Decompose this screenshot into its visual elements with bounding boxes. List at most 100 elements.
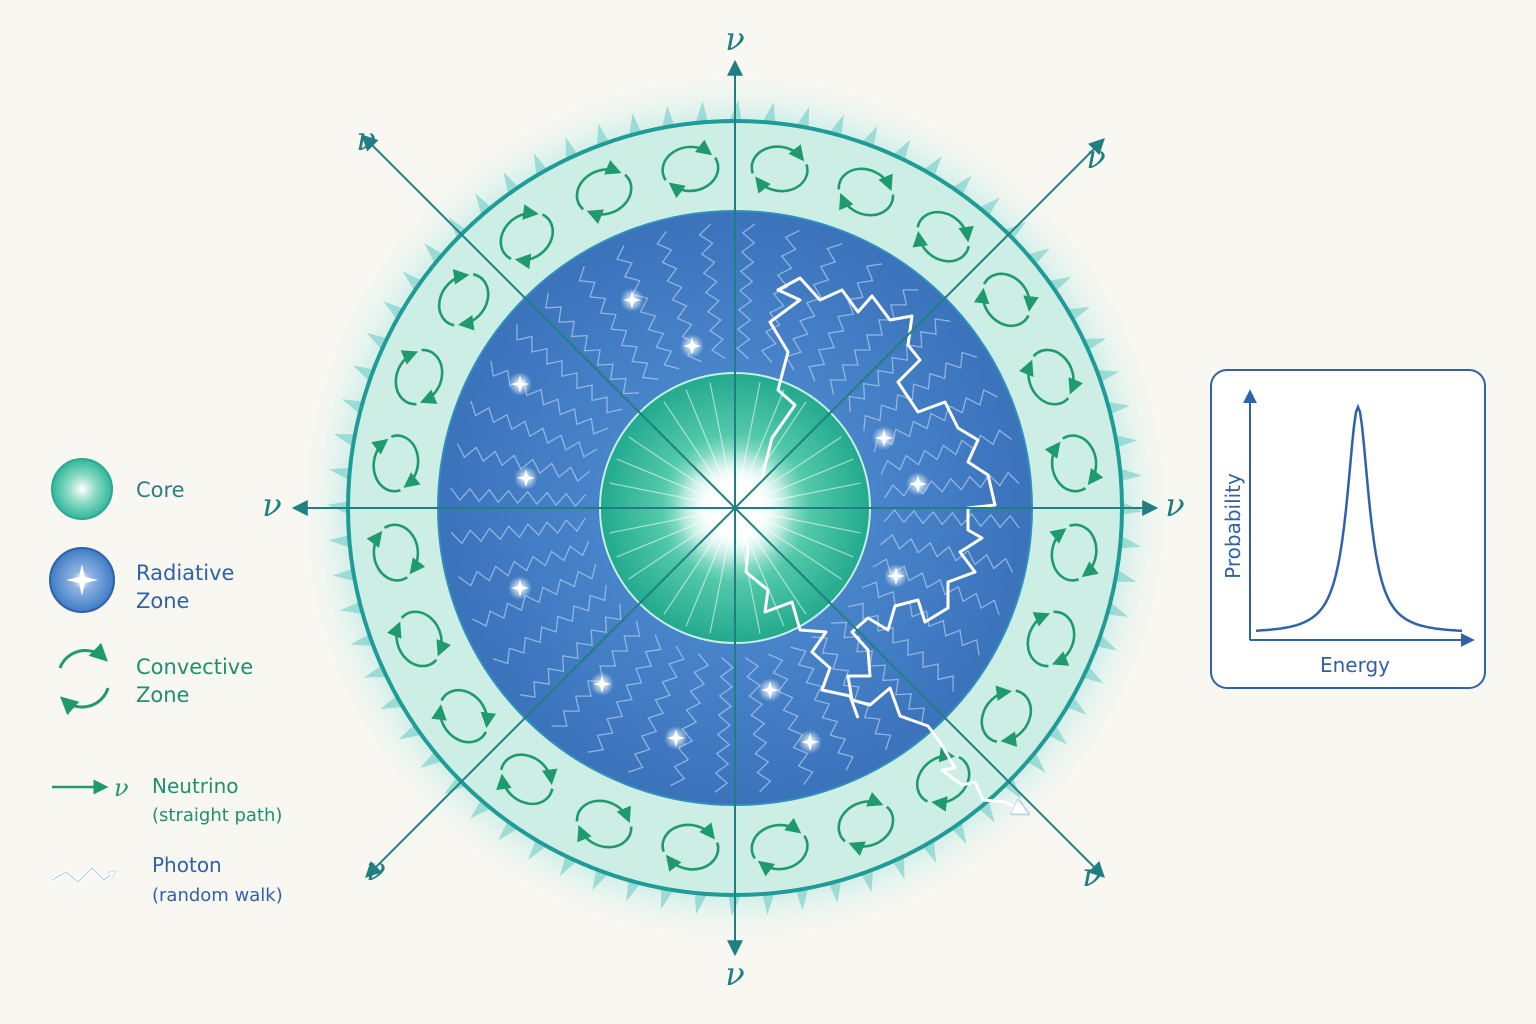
surface-spike bbox=[332, 568, 358, 582]
cycle-arrow-icon bbox=[750, 144, 805, 174]
legend-neutrino-label: Neutrino bbox=[152, 774, 238, 798]
neutrino-symbol: ν bbox=[366, 850, 385, 888]
cycle-arrow-icon bbox=[1069, 523, 1099, 578]
cycle-arrow-icon bbox=[848, 805, 895, 856]
sparkle-icon bbox=[517, 469, 535, 487]
legend-convective-label-1: Convective bbox=[136, 655, 253, 679]
radiative-wave bbox=[450, 487, 587, 508]
radiative-wave bbox=[516, 324, 623, 414]
photon-random-walk-path bbox=[733, 276, 1025, 812]
radiative-wave bbox=[785, 243, 843, 371]
cycle-arrow-icon bbox=[387, 621, 438, 668]
radiative-wave bbox=[879, 533, 1014, 573]
convection-cell bbox=[366, 523, 426, 582]
sparkle-icon bbox=[761, 681, 779, 699]
sparkle-icon bbox=[801, 733, 819, 751]
cycle-arrow-icon-lower bbox=[60, 687, 110, 716]
radiative-wave bbox=[848, 318, 951, 412]
energy-distribution-inset: Energy Probability bbox=[1210, 369, 1486, 689]
radiative-wave bbox=[808, 263, 883, 382]
legend-photon: Photon (random walk) bbox=[51, 853, 283, 906]
surface-spike bbox=[694, 101, 709, 126]
neutrino-symbol: ν bbox=[356, 120, 375, 158]
surface-spike bbox=[1117, 467, 1142, 482]
neutrino-symbol: ν bbox=[262, 486, 281, 524]
surface-spike bbox=[761, 890, 776, 915]
cycle-arrow-icon bbox=[1062, 434, 1104, 486]
surface-spike bbox=[694, 890, 709, 915]
neutrino-symbol: ν bbox=[725, 955, 744, 993]
convection-cell bbox=[1019, 348, 1083, 406]
radiative-wave bbox=[863, 351, 978, 432]
cycle-arrow-icon bbox=[586, 173, 633, 224]
neutrino-path bbox=[365, 507, 736, 878]
cycle-arrow-icon bbox=[755, 163, 809, 194]
radiative-wave bbox=[670, 652, 710, 787]
cycle-arrow-icon bbox=[665, 842, 720, 872]
sparkle-icon bbox=[875, 429, 893, 447]
radiative-wave bbox=[587, 634, 662, 753]
surface-spike bbox=[795, 885, 809, 911]
legend-convective: Convective Zone bbox=[58, 642, 253, 716]
convection-cell bbox=[1044, 434, 1104, 493]
radiative-wave bbox=[811, 636, 892, 751]
convection-cell bbox=[575, 799, 633, 849]
radiative-wave bbox=[627, 645, 685, 773]
surface-spike bbox=[761, 101, 776, 126]
radiative-wave bbox=[698, 223, 726, 359]
radiative-wave bbox=[861, 581, 980, 656]
convection-cell bbox=[371, 434, 421, 493]
cycle-arrow-icon bbox=[1000, 689, 1033, 747]
cycle-arrow-icon bbox=[58, 642, 108, 669]
cycle-arrow-icon bbox=[837, 792, 884, 843]
cycle-arrow-icon bbox=[661, 822, 715, 853]
cycle-arrow-icon bbox=[1051, 610, 1076, 666]
convection-cell bbox=[973, 272, 1039, 328]
radiative-wave bbox=[492, 584, 607, 665]
surface-spike bbox=[328, 467, 353, 482]
radiative-wave bbox=[458, 541, 590, 587]
cycle-arrow-icon bbox=[419, 348, 444, 404]
cycle-arrow-icon bbox=[915, 746, 956, 803]
sparkle-icon bbox=[909, 475, 927, 493]
cycle-arrow-icon bbox=[912, 230, 970, 263]
radiative-wave bbox=[735, 223, 756, 360]
convection-cell bbox=[496, 753, 558, 806]
cycle-arrow-icon bbox=[839, 192, 895, 217]
convection-cell bbox=[1026, 610, 1076, 668]
legend-core: Core bbox=[51, 458, 185, 520]
radiative-wave bbox=[519, 604, 622, 698]
convection-cell bbox=[837, 792, 895, 856]
surface-spike bbox=[1117, 534, 1142, 549]
convection-cell bbox=[437, 269, 490, 331]
cycle-arrow-icon bbox=[750, 817, 802, 860]
sparkle-icon bbox=[511, 579, 529, 597]
inset-xlabel: Energy bbox=[1320, 653, 1390, 677]
convection-cell bbox=[431, 688, 497, 744]
legend-convective-label-2: Zone bbox=[136, 683, 189, 707]
neutrino-symbol: ν bbox=[1082, 856, 1101, 894]
cycle-arrow-icon bbox=[575, 799, 631, 824]
cycle-arrow-icon bbox=[390, 434, 421, 488]
neutrino-symbol: ν bbox=[1086, 138, 1105, 176]
neutrino-symbol: ν bbox=[725, 20, 744, 58]
cycle-arrow-icon bbox=[661, 139, 713, 181]
convection-cell bbox=[394, 348, 444, 406]
cycle-arrow-icon bbox=[916, 210, 974, 243]
cycle-arrow-icon bbox=[371, 438, 401, 493]
radiative-wave bbox=[760, 229, 800, 364]
neutrino-path bbox=[734, 138, 1105, 509]
radiative-wave bbox=[768, 653, 814, 785]
sparkle-icon bbox=[511, 375, 529, 393]
sparkle-icon bbox=[66, 564, 98, 596]
radiative-wave bbox=[714, 656, 735, 793]
inset-peak-curve bbox=[1255, 403, 1463, 633]
neutrino-path bbox=[734, 507, 1105, 878]
cycle-arrow-icon bbox=[668, 156, 720, 199]
cycle-arrow-icon bbox=[440, 688, 497, 729]
convection-cell bbox=[750, 817, 809, 877]
cycle-arrow-icon bbox=[496, 773, 554, 806]
radiative-wave bbox=[880, 429, 1012, 475]
